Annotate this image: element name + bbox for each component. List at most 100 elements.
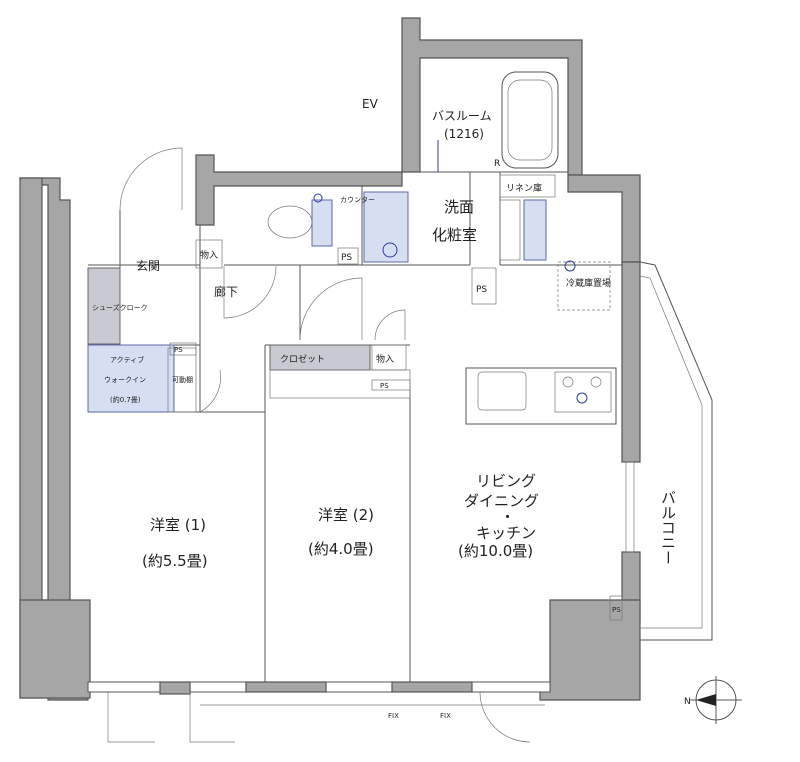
storage2-box (371, 344, 407, 371)
label-north: N (684, 697, 691, 707)
wash-shelf-1 (499, 199, 521, 261)
burner-3 (576, 392, 588, 404)
ps-toilet-box (337, 247, 359, 265)
ps-ldk-box (609, 595, 623, 621)
wall-right-bottom (539, 599, 641, 701)
door-window-1 (107, 692, 155, 743)
wash-shelf-2 (523, 199, 547, 261)
label-balcony: バルコニー (659, 490, 677, 565)
pier-bottom-3 (391, 681, 473, 693)
door-window-3 (479, 691, 531, 743)
wall-left-bottom (19, 599, 91, 699)
walkin-box (87, 344, 175, 413)
label-bathroom-size: (1216) (444, 127, 484, 141)
label-movable-shelf: 可動棚 (172, 375, 193, 384)
balcony-window (625, 461, 635, 553)
exterior-walls (19, 17, 641, 701)
burner-2 (590, 376, 602, 388)
label-linen: リネン庫 (506, 182, 542, 194)
balcony-outline-outer (639, 261, 713, 641)
label-room1-name: 洋室 (1) (150, 516, 206, 534)
toilet-shelf (311, 199, 333, 247)
label-fix-1: FIX (388, 712, 399, 720)
balcony (625, 261, 713, 641)
label-ps-walkin: PS (174, 346, 183, 354)
label-ldk-1: リビング (476, 472, 536, 490)
label-ldk-3: ・ (500, 508, 515, 526)
compass (690, 676, 742, 724)
closet-label-box (269, 344, 371, 371)
toilet-vent (313, 193, 323, 203)
label-ps-ldk: PS (612, 606, 621, 614)
closets (87, 239, 623, 621)
bathtub-inner (507, 79, 553, 161)
balcony-outline-inner (639, 275, 703, 629)
ps-walkin-box (169, 342, 197, 356)
label-ldk-2: ダイニング (464, 492, 539, 510)
door-entrance-arc (119, 147, 183, 211)
pier-bottom-1 (159, 681, 191, 695)
wall-top-middle (195, 154, 403, 226)
label-walkin-size: (約0.7畳) (110, 395, 141, 404)
fridge-area (557, 261, 611, 311)
label-ldk-4: キッチン (476, 524, 536, 542)
label-ps-toilet: PS (341, 253, 352, 263)
label-fridge: 冷蔵庫置場 (566, 277, 611, 289)
bathtub-outer (501, 71, 559, 169)
label-washroom-1: 洗面 (444, 198, 474, 216)
doors (107, 147, 545, 743)
bathroom (437, 71, 559, 172)
label-storage2: 物入 (376, 353, 394, 365)
toilet-room (267, 193, 359, 265)
washroom (363, 174, 556, 305)
kitchen-sink (477, 371, 527, 411)
label-room1-size: (約5.5畳) (142, 552, 208, 570)
door-window-2 (189, 692, 235, 743)
label-r: R (494, 159, 500, 169)
kitchen (465, 260, 617, 425)
label-ps-wash: PS (476, 285, 487, 295)
label-entrance: 玄関 (136, 258, 160, 273)
ps-closet-box (371, 379, 411, 391)
label-counter: カウンター (340, 195, 375, 204)
wall-top-bath (401, 17, 583, 176)
shoe-closet-box (87, 267, 121, 345)
labels: EV バスルーム (1216) R 洗面 化粧室 リネン庫 冷蔵庫置場 PS P… (92, 97, 691, 720)
kitchen-counter (465, 367, 617, 425)
label-ps-closet: PS (380, 382, 389, 390)
label-room2-size: (約4.0畳) (308, 540, 374, 558)
door-room2-arc (299, 277, 363, 341)
storage1-box (195, 239, 223, 269)
door-hall-arc (223, 265, 277, 319)
fridge-outlet (564, 260, 576, 272)
label-room2-name: 洋室 (2) (318, 506, 374, 524)
compass-arrow (696, 694, 716, 706)
door-storage-arc (374, 309, 406, 341)
door-room1-arc (199, 369, 221, 413)
wall-left (19, 177, 89, 701)
label-bathroom: バスルーム (432, 109, 492, 123)
wall-right-mid (621, 261, 641, 463)
linen-shelf (499, 174, 556, 198)
kitchen-stove (554, 371, 612, 413)
label-washroom-2: 化粧室 (432, 226, 477, 244)
vanity-unit (363, 191, 409, 263)
label-ldk-size: (約10.0畳) (458, 542, 533, 560)
wall-right-top (567, 174, 641, 263)
label-ev: EV (362, 97, 379, 111)
label-hallway: 廊下 (214, 284, 238, 299)
label-walkin-1: アクティブ (110, 355, 144, 364)
label-fix-2: FIX (440, 712, 451, 720)
closet-rail (269, 369, 411, 399)
label-storage1: 物入 (200, 249, 218, 261)
label-closet: クロゼット (280, 353, 325, 365)
label-shoe-closet: シューズクローク (92, 303, 148, 312)
label-walkin-2: ウォークイン (104, 376, 146, 384)
toilet-bowl (267, 205, 313, 239)
pier-bottom-2 (245, 681, 327, 693)
washer-drain (382, 242, 398, 258)
movable-shelf-box (167, 347, 197, 413)
burner-1 (562, 376, 574, 388)
ps-wash-box (471, 267, 497, 305)
